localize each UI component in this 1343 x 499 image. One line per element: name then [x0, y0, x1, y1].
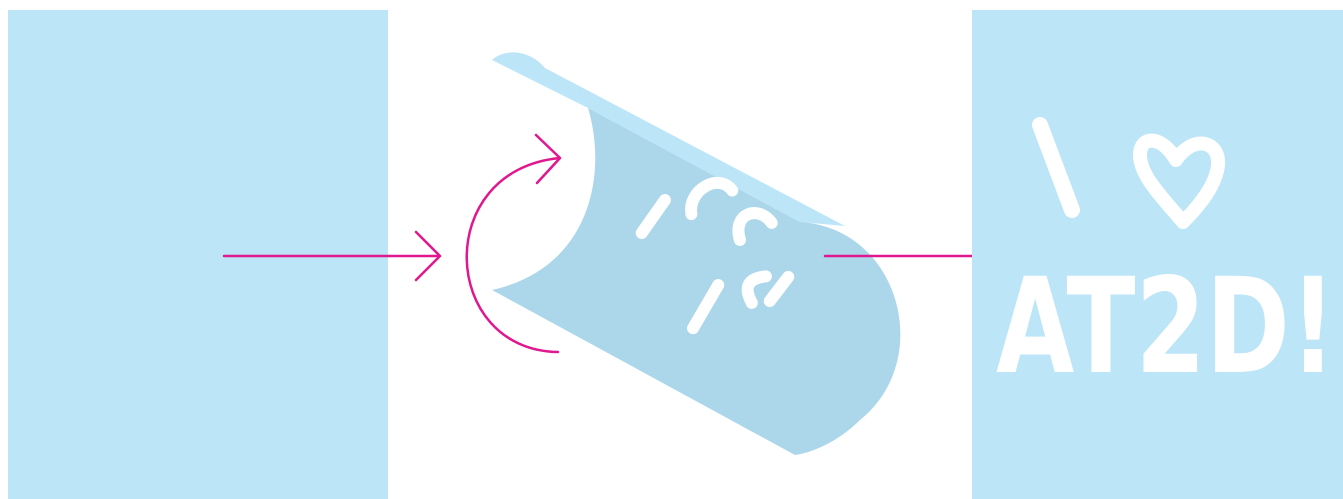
rolled-sheet: [492, 52, 901, 455]
arrow-to-roll: [222, 230, 442, 282]
rolled-sheet-top: [492, 52, 845, 226]
heart-icon: [1133, 133, 1226, 229]
letter-i: [1032, 117, 1080, 218]
final-text-line2: AT2D!: [996, 250, 1336, 404]
rotate-arrow: [465, 133, 562, 354]
rolled-sheet-body: [492, 108, 901, 455]
wrapped-lettering: [635, 176, 795, 335]
blank-sheet: [8, 10, 388, 499]
decorated-sheet: AT2D!: [972, 10, 1343, 499]
